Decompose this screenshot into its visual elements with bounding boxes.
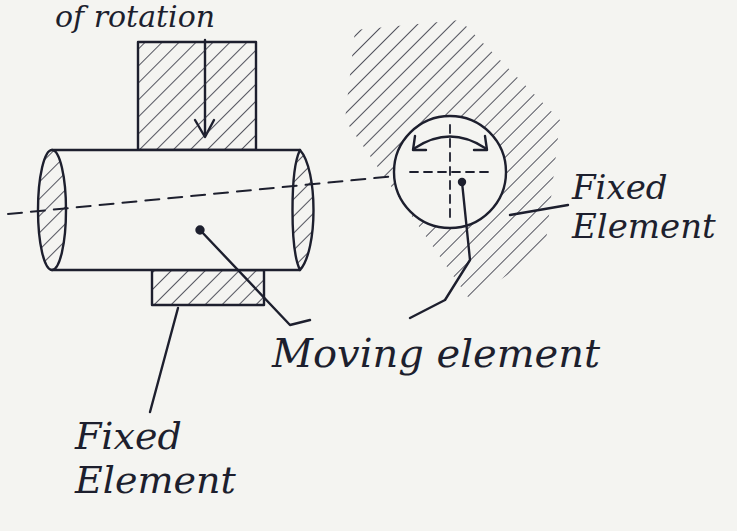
part-label: Moving element bbox=[272, 330, 712, 376]
fixed-block-bottom bbox=[152, 270, 264, 305]
shaft bbox=[52, 150, 300, 270]
leader-line bbox=[200, 230, 310, 325]
fixed-block-top bbox=[138, 42, 256, 150]
section-cross bbox=[449, 125, 451, 220]
shaft-end-right bbox=[293, 150, 314, 270]
leader-line bbox=[510, 205, 568, 215]
centre-line bbox=[8, 176, 395, 214]
axis-label: of rotation bbox=[55, 0, 315, 35]
arrow-head bbox=[474, 136, 487, 150]
shaft-edge bbox=[52, 149, 300, 151]
rotation-arrow bbox=[415, 137, 485, 149]
shaft-edge bbox=[52, 269, 300, 271]
shaft-section bbox=[394, 116, 506, 228]
leader-line bbox=[150, 308, 178, 412]
part-label: Fixed Element bbox=[75, 415, 275, 502]
leader-line bbox=[410, 182, 470, 318]
fixed-housing bbox=[345, 20, 560, 300]
arrow-head bbox=[413, 136, 426, 150]
part-label: Fixed Element bbox=[572, 168, 722, 246]
